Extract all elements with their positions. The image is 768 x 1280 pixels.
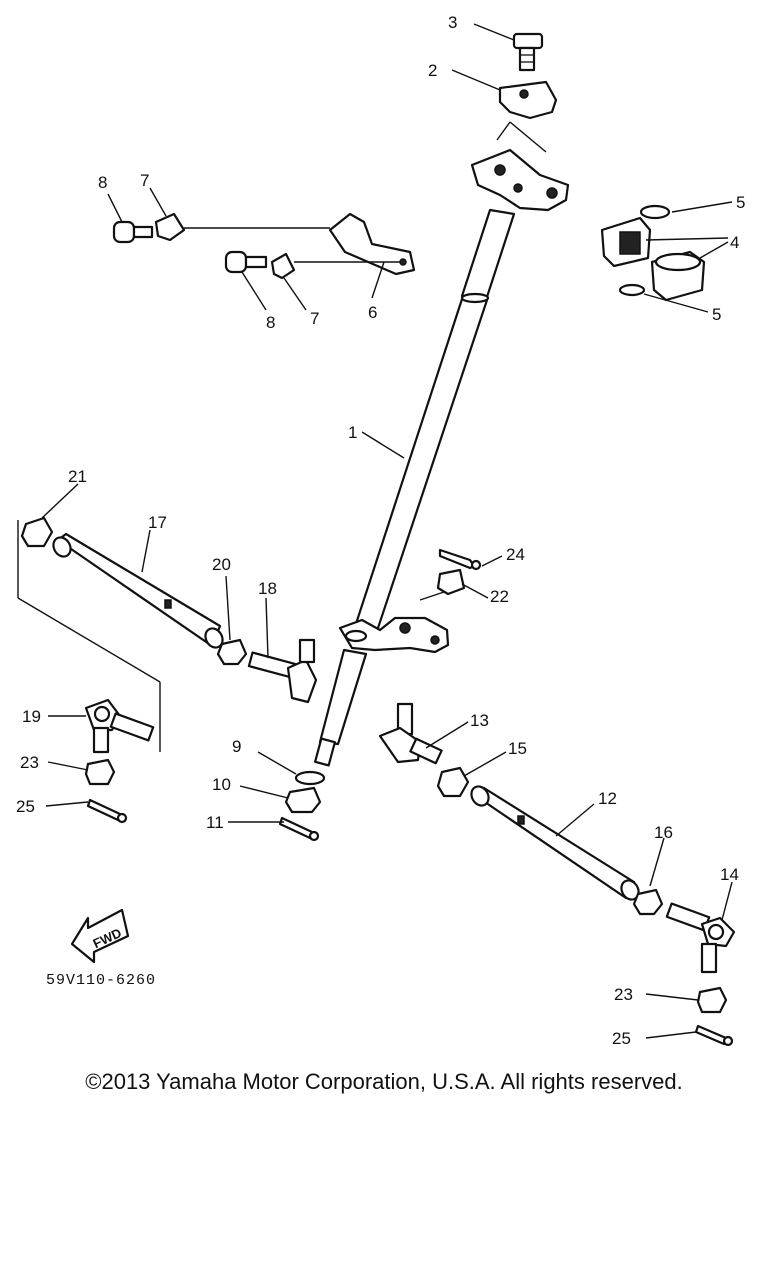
tie-rod-end-13 — [378, 702, 443, 765]
callout-13: 13 — [470, 711, 489, 730]
callout-9: 9 — [232, 737, 241, 756]
castle-nut-10 — [284, 786, 322, 814]
callout-21: 21 — [68, 467, 87, 486]
callout-15: 15 — [508, 739, 527, 758]
tie-rod-17 — [52, 532, 224, 649]
callout-8-upper: 8 — [98, 173, 107, 192]
castle-nut-22 — [436, 568, 466, 596]
tie-rod-end-18 — [247, 638, 318, 704]
callout-23-left: 23 — [20, 753, 39, 772]
locknut-20 — [216, 638, 248, 666]
pitman-arm — [338, 616, 450, 654]
cotter-pin-25-right — [694, 1024, 734, 1047]
handlebar-holder-2 — [498, 80, 558, 120]
callout-16: 16 — [654, 823, 673, 842]
copyright-notice: ©2013 Yamaha Motor Corporation, U.S.A. A… — [85, 1069, 683, 1094]
callout-18: 18 — [258, 579, 277, 598]
callout-3: 3 — [448, 13, 457, 32]
locknut-21 — [20, 516, 54, 548]
cotter-pin-24 — [438, 548, 482, 571]
callout-5-lower: 5 — [712, 305, 721, 324]
clip-7-upper — [154, 212, 186, 242]
steering-parts-diagram: FWD 3 2 5 4 5 8 7 8 7 6 1 21 17 24 20 18… — [16, 13, 745, 1048]
washer-5-lower — [618, 283, 646, 297]
callout-11: 11 — [206, 813, 224, 832]
collar-4-lower — [650, 250, 706, 302]
clip-7-lower — [270, 252, 296, 280]
cotter-pin-11 — [278, 816, 320, 842]
steering-shaft — [314, 208, 516, 767]
bolt-8-upper — [112, 220, 154, 244]
callout-25-right: 25 — [612, 1029, 631, 1048]
callout-20: 20 — [212, 555, 231, 574]
tie-rod-end-19 — [84, 698, 155, 754]
callout-1: 1 — [348, 423, 357, 442]
washer-9 — [294, 770, 326, 786]
callout-24: 24 — [506, 545, 525, 564]
callout-12: 12 — [598, 789, 617, 808]
bolt-3 — [512, 32, 544, 72]
callout-2: 2 — [428, 61, 437, 80]
left-bracket-lines — [17, 520, 161, 752]
cotter-pin-25-left — [86, 798, 128, 824]
callout-23-right: 23 — [614, 985, 633, 1004]
fwd-arrow-icon: FWD — [70, 908, 130, 964]
locknut-15 — [436, 766, 470, 798]
callout-10: 10 — [212, 775, 231, 794]
leader-lines — [41, 23, 733, 1039]
locknut-16 — [632, 888, 664, 916]
callout-6: 6 — [368, 303, 377, 322]
callout-14: 14 — [720, 865, 739, 884]
callout-labels: 3 2 5 4 5 8 7 8 7 6 1 21 17 24 20 18 22 … — [16, 13, 745, 1048]
callout-17: 17 — [148, 513, 167, 532]
nut-23-left — [84, 758, 116, 786]
collar-4-upper — [600, 216, 652, 268]
tie-rod-12 — [470, 785, 640, 901]
arm-6 — [328, 212, 416, 276]
upper-shaft-bracket — [470, 148, 570, 212]
nut-23-right — [696, 986, 728, 1014]
washer-5-upper — [639, 204, 671, 220]
tie-rod-end-14 — [665, 902, 736, 974]
callout-22: 22 — [490, 587, 509, 606]
drawing-code: 59V110-6260 — [46, 972, 157, 989]
callout-7-upper: 7 — [140, 171, 149, 190]
callout-4: 4 — [730, 233, 739, 252]
callout-7-lower: 7 — [310, 309, 319, 328]
callout-25-left: 25 — [16, 797, 35, 816]
callout-19: 19 — [22, 707, 41, 726]
bolt-8-lower — [224, 250, 268, 274]
callout-5-upper: 5 — [736, 193, 745, 212]
callout-8-lower: 8 — [266, 313, 275, 332]
